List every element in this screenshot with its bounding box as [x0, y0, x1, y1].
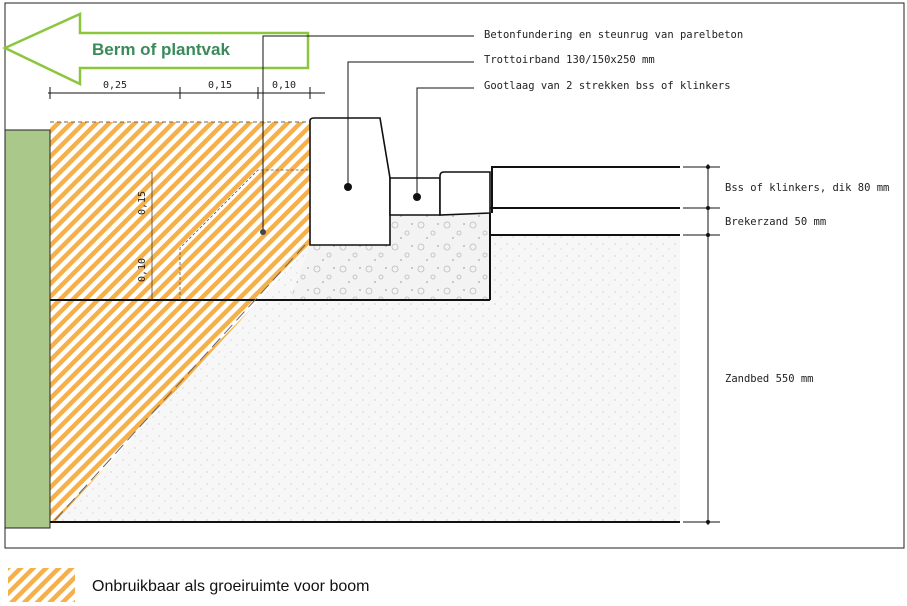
legend-hatch-swatch	[8, 568, 75, 602]
layer-dimension-line	[683, 164, 720, 525]
callout-dot-1	[260, 229, 266, 235]
callout-curb: Trottoirband 130/150x250 mm	[484, 54, 655, 66]
tree-strip	[4, 129, 51, 529]
curb-stone	[309, 117, 391, 246]
dim-015: 0,15	[208, 80, 232, 91]
dim-010: 0,10	[272, 80, 296, 91]
dim-025: 0,25	[103, 80, 127, 91]
concrete-foundation	[290, 213, 490, 300]
berm-arrow	[2, 12, 310, 86]
berm-label: Berm of plantvak	[92, 40, 230, 59]
structure-lines	[50, 121, 680, 523]
dim-vertical-015: 0,15	[137, 191, 148, 215]
layer-paving: Bss of klinkers, dik 80 mm	[725, 182, 889, 194]
legend-label: Onbruikbaar als groeiruimte voor boom	[92, 578, 369, 595]
layer-sand-bed: Zandbed 550 mm	[725, 373, 814, 385]
callout-leaders	[262, 35, 474, 232]
sand-bed	[50, 235, 680, 522]
top-dimension-line	[48, 87, 325, 99]
callout-gutter: Gootlaag van 2 strekken bss of klinkers	[484, 80, 731, 92]
callout-foundation: Betonfundering en steunrug van parelbeto…	[484, 29, 743, 41]
unusable-root-zone-hatch	[50, 122, 310, 522]
layer-crushed-sand: Brekerzand 50 mm	[725, 216, 826, 228]
callout-dot-3	[413, 193, 421, 201]
callout-dot-2	[344, 183, 352, 191]
dim-vertical-010: 0,10	[137, 258, 148, 282]
gutter-stone-2	[439, 171, 491, 216]
